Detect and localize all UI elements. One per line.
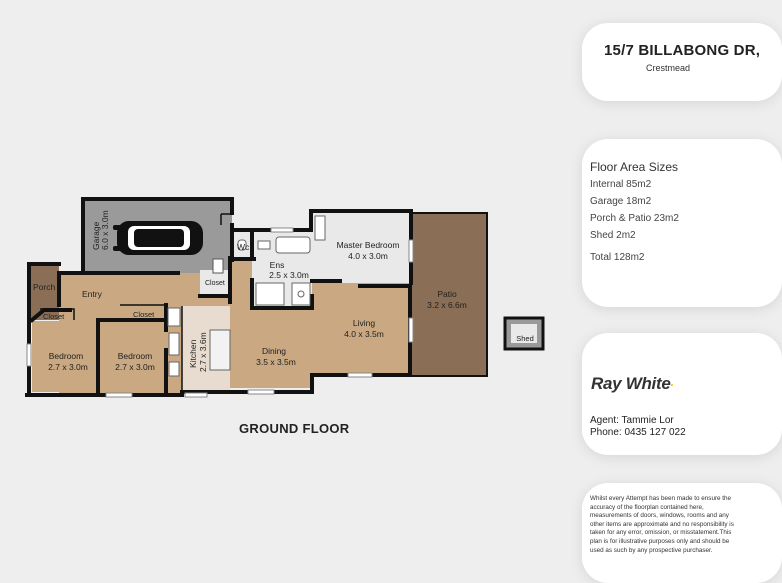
address-card: 15/7 BILLABONG DR, Crestmead	[582, 23, 782, 101]
closet-bed2-label: Closet	[133, 310, 155, 319]
closet-hall-label: Closet	[205, 280, 225, 287]
disclaimer-text: Whilst every Attempt has been made to en…	[590, 495, 734, 554]
shed-label: Shed	[516, 334, 534, 343]
porch-label: Porch	[33, 282, 55, 292]
address-line1: 15/7 BILLABONG DR,	[604, 42, 761, 59]
address-line2: Crestmead	[646, 63, 691, 73]
bedroom1-size: 2.7 x 3.0m	[48, 362, 88, 372]
brand-dot-icon: .	[670, 374, 674, 389]
master-bedroom-label: Master Bedroom	[337, 240, 400, 250]
bathroom-fixtures	[237, 215, 326, 306]
agent-name: Agent: Tammie Lor	[590, 415, 674, 426]
closet-bed1-label: Closet	[43, 312, 65, 321]
area-garage: Garage 18m2	[590, 196, 652, 207]
kitchen-size: 2.7 x 3.6m	[198, 332, 208, 372]
patio-label: Patio	[437, 289, 457, 299]
patio-size: 3.2 x 6.6m	[427, 300, 467, 310]
car-icon	[113, 221, 203, 255]
bedroom2-floor	[100, 321, 166, 392]
ens-label: Ens	[270, 260, 285, 270]
area-porch-patio: Porch & Patio 23m2	[590, 213, 679, 224]
floor-areas-card: Floor Area Sizes Internal 85m2 Garage 18…	[582, 139, 782, 307]
closet-hall-floor	[200, 270, 230, 296]
garage-label: Garage	[91, 221, 101, 250]
disclaimer-card: Whilst every Attempt has been made to en…	[582, 483, 782, 583]
windows	[26, 227, 414, 398]
bedroom2-size: 2.7 x 3.0m	[115, 362, 155, 372]
entry-label: Entry	[82, 289, 103, 299]
dining-size: 3.5 x 3.5m	[256, 357, 296, 367]
area-total: Total 128m2	[590, 252, 645, 263]
floor-label: GROUND FLOOR	[239, 421, 350, 436]
floor-plan: Garage 6.0 x 3.0m Wc Ens 2.5 x 3.0m Mast…	[25, 197, 545, 398]
agent-phone: Phone: 0435 127 022	[590, 427, 686, 438]
kitchen-fixtures	[167, 307, 231, 377]
living-size: 4.0 x 3.5m	[344, 329, 384, 339]
garage-size: 6.0 x 3.0m	[100, 210, 110, 250]
room-labels: Garage 6.0 x 3.0m Wc Ens 2.5 x 3.0m Mast…	[33, 210, 534, 372]
brand-name: Ray White	[591, 374, 671, 393]
wc-label: Wc	[237, 242, 250, 252]
area-internal: Internal 85m2	[590, 179, 652, 190]
living-label: Living	[353, 318, 375, 328]
bedroom1-floor	[32, 321, 98, 392]
patio-area	[411, 213, 487, 376]
ray-white-logo: Ray White.	[591, 374, 674, 394]
kitchen-label: Kitchen	[188, 339, 198, 368]
bedroom1-label: Bedroom	[49, 351, 84, 361]
bedroom2-label: Bedroom	[118, 351, 153, 361]
ens-size: 2.5 x 3.0m	[269, 270, 309, 280]
area-shed: Shed 2m2	[590, 230, 636, 241]
floor-areas-title: Floor Area Sizes	[590, 160, 679, 174]
agent-card: Ray White. Agent: Tammie Lor Phone: 0435…	[582, 333, 782, 455]
dining-label: Dining	[262, 346, 286, 356]
master-bedroom-size: 4.0 x 3.0m	[348, 251, 388, 261]
master-bedroom-floor	[311, 213, 410, 283]
